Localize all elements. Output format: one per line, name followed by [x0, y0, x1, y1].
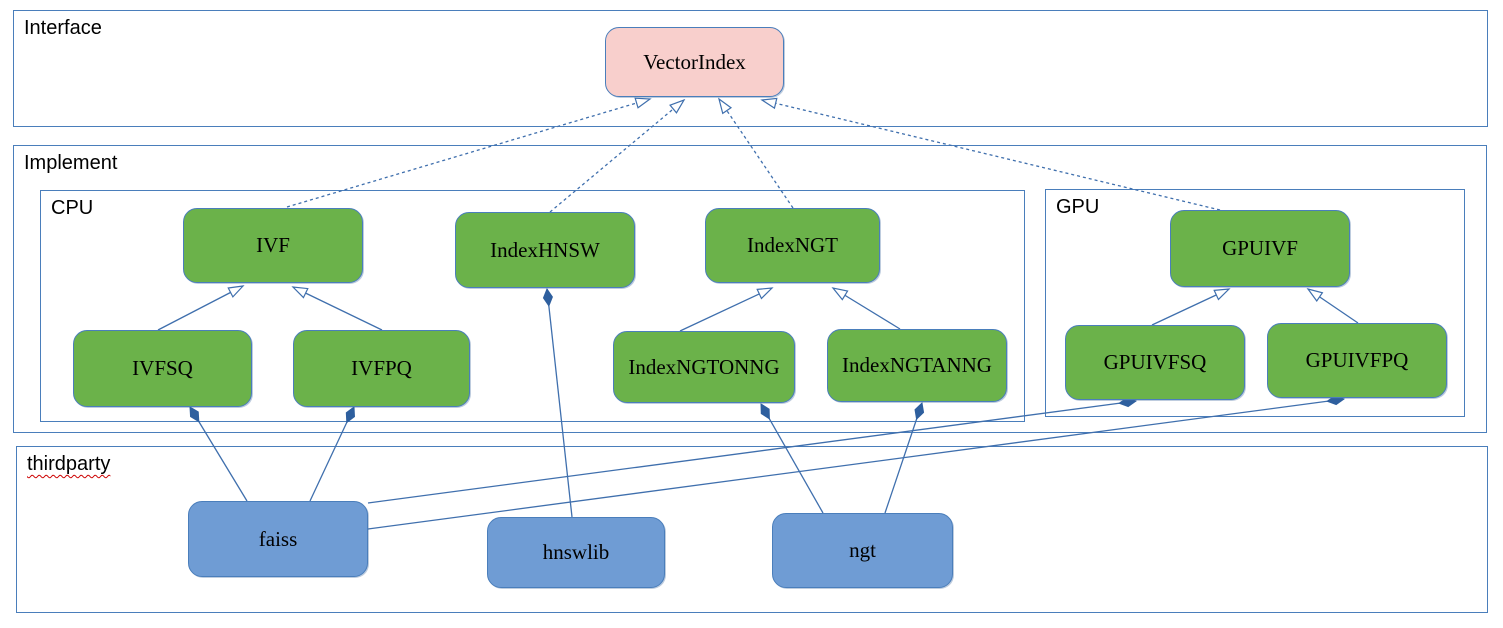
- container-interface-label: Interface: [24, 17, 102, 39]
- container-cpu-label: CPU: [51, 197, 94, 219]
- node-gpuivf[interactable]: GPUIVF: [1170, 210, 1350, 287]
- node-ivfpq[interactable]: IVFPQ: [293, 330, 470, 407]
- node-indexngt[interactable]: IndexNGT: [705, 208, 880, 283]
- node-ngt-label: ngt: [849, 538, 876, 562]
- node-indexngtonng[interactable]: IndexNGTONNG: [613, 331, 795, 403]
- node-indexngtanng[interactable]: IndexNGTANNG: [827, 329, 1007, 402]
- node-indexngtonng-label: IndexNGTONNG: [628, 354, 780, 379]
- node-ivf[interactable]: IVF: [183, 208, 363, 283]
- node-indexngt-label: IndexNGT: [747, 233, 838, 257]
- node-faiss[interactable]: faiss: [188, 501, 368, 577]
- node-ivfsq[interactable]: IVFSQ: [73, 330, 252, 407]
- container-implement-label: Implement: [24, 152, 118, 174]
- node-gpuivfsq-label: GPUIVFSQ: [1103, 350, 1207, 374]
- node-ivfsq-label: IVFSQ: [132, 356, 193, 380]
- node-indexhnsw-label: IndexHNSW: [490, 237, 600, 262]
- node-gpuivfsq[interactable]: GPUIVFSQ: [1065, 325, 1245, 400]
- container-thirdparty-label: thirdparty: [27, 453, 111, 475]
- node-indexngtanng-label: IndexNGTANNG: [842, 353, 992, 377]
- node-indexhnsw[interactable]: IndexHNSW: [455, 212, 635, 288]
- node-ngt[interactable]: ngt: [772, 513, 953, 588]
- node-hnswlib-label: hnswlib: [542, 540, 610, 564]
- node-hnswlib[interactable]: hnswlib: [487, 517, 665, 588]
- node-gpuivfpq-label: GPUIVFPQ: [1305, 348, 1409, 372]
- node-gpuivfpq[interactable]: GPUIVFPQ: [1267, 323, 1447, 398]
- container-gpu-label: GPU: [1056, 196, 1100, 218]
- node-ivfpq-label: IVFPQ: [351, 356, 412, 380]
- node-gpuivf-label: GPUIVF: [1222, 236, 1298, 260]
- node-faiss-label: faiss: [258, 526, 298, 551]
- node-vectorindex[interactable]: VectorIndex: [605, 27, 784, 97]
- node-vectorindex-label: VectorIndex: [643, 49, 746, 74]
- node-ivf-label: IVF: [256, 233, 290, 257]
